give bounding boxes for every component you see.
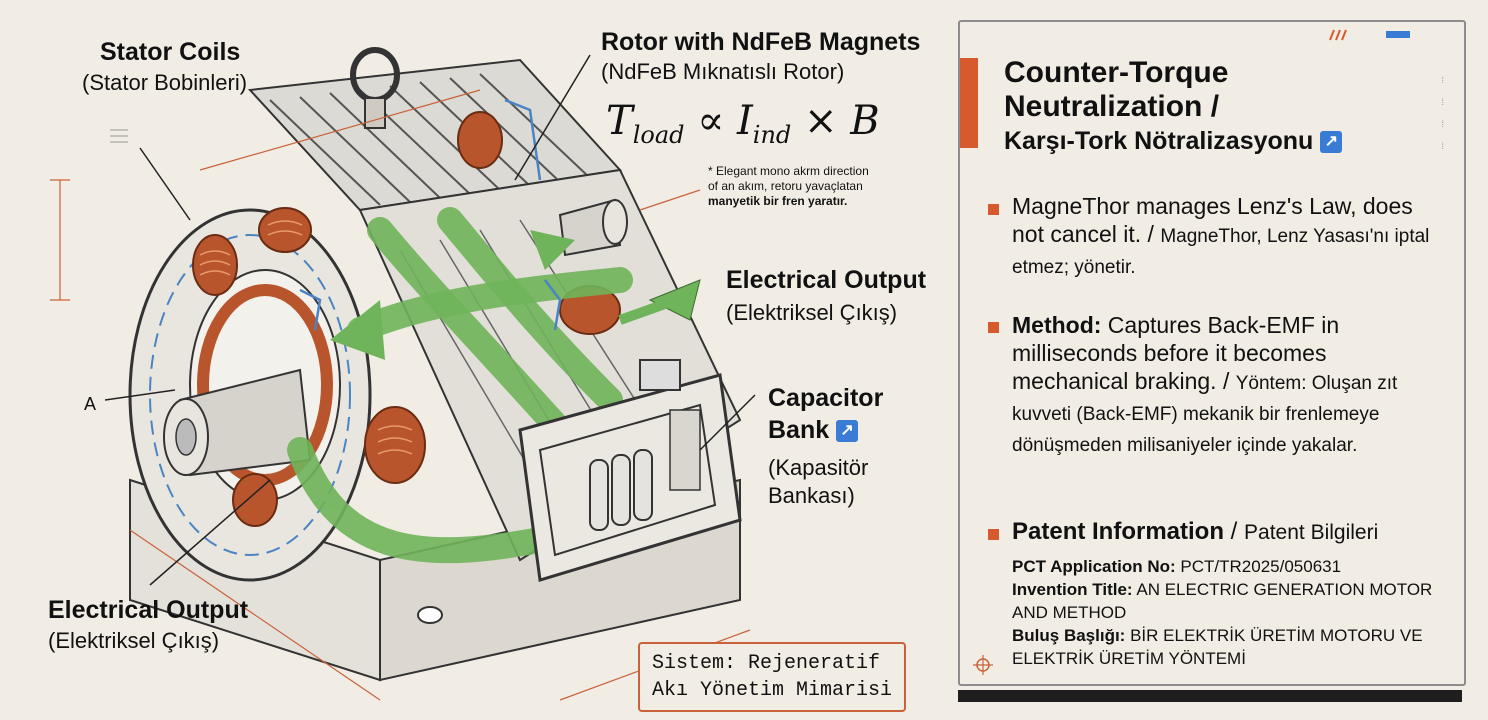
output-right-label: Electrical Output xyxy=(726,266,927,294)
decorative-marks-icon xyxy=(1329,29,1410,41)
rotor-label: Rotor with NdFeB Magnets xyxy=(601,28,921,56)
torque-formula: Tload ∝ Iind × B xyxy=(606,98,880,149)
compass-icon xyxy=(973,655,993,675)
method-paragraph: Method: Captures Back-EMF in millisecond… xyxy=(1012,312,1398,456)
output-right-sublabel: (Elektriksel Çıkış) xyxy=(726,300,898,325)
external-link-icon[interactable]: ↗ xyxy=(836,420,859,443)
stator-label: Stator Coils xyxy=(100,38,241,66)
stator-sublabel: (Stator Bobinleri) xyxy=(82,70,248,95)
bullet-icon xyxy=(988,529,999,540)
panel-title: Counter-Torque Neutralization / Karşı-To… xyxy=(1004,56,1444,158)
stator-coils xyxy=(192,111,621,527)
output-left-sublabel: (Elektriksel Çıkış) xyxy=(48,628,220,653)
label-a: A xyxy=(84,394,97,414)
output-left-label: Electrical Output xyxy=(48,596,249,624)
external-link-icon[interactable]: ↗ xyxy=(1320,131,1343,154)
formula-note: * Elegant mono akrm direction of an akım… xyxy=(708,164,869,208)
patent-heading: Patent Information / Patent Bilgileri xyxy=(1012,518,1379,545)
capacitor-bank-drawing xyxy=(518,359,742,582)
bullet-icon xyxy=(988,322,999,333)
motor-illustration xyxy=(50,47,756,701)
lenz-paragraph: MagneThor manages Lenz's Law, does not c… xyxy=(1012,193,1430,278)
rotor-sublabel: (NdFeB Mıknatıslı Rotor) xyxy=(601,59,845,84)
bullet-icon xyxy=(988,204,999,215)
panel-tick-marks: ⁞⁞⁞⁞ xyxy=(1440,76,1446,152)
info-panel xyxy=(958,20,1466,686)
patent-details: PCT Application No: PCT/TR2025/050631 In… xyxy=(1012,557,1433,668)
capacitor-sublabel: (Kapasitör Bankası) xyxy=(768,455,869,508)
system-box: Sistem: Rejeneratif Akı Yönetim Mimarisi xyxy=(638,642,907,712)
panel-footer-bar xyxy=(958,690,1462,702)
title-accent-bar xyxy=(960,58,978,148)
capacitor-label: Capacitor Bank ↗ xyxy=(768,384,884,444)
